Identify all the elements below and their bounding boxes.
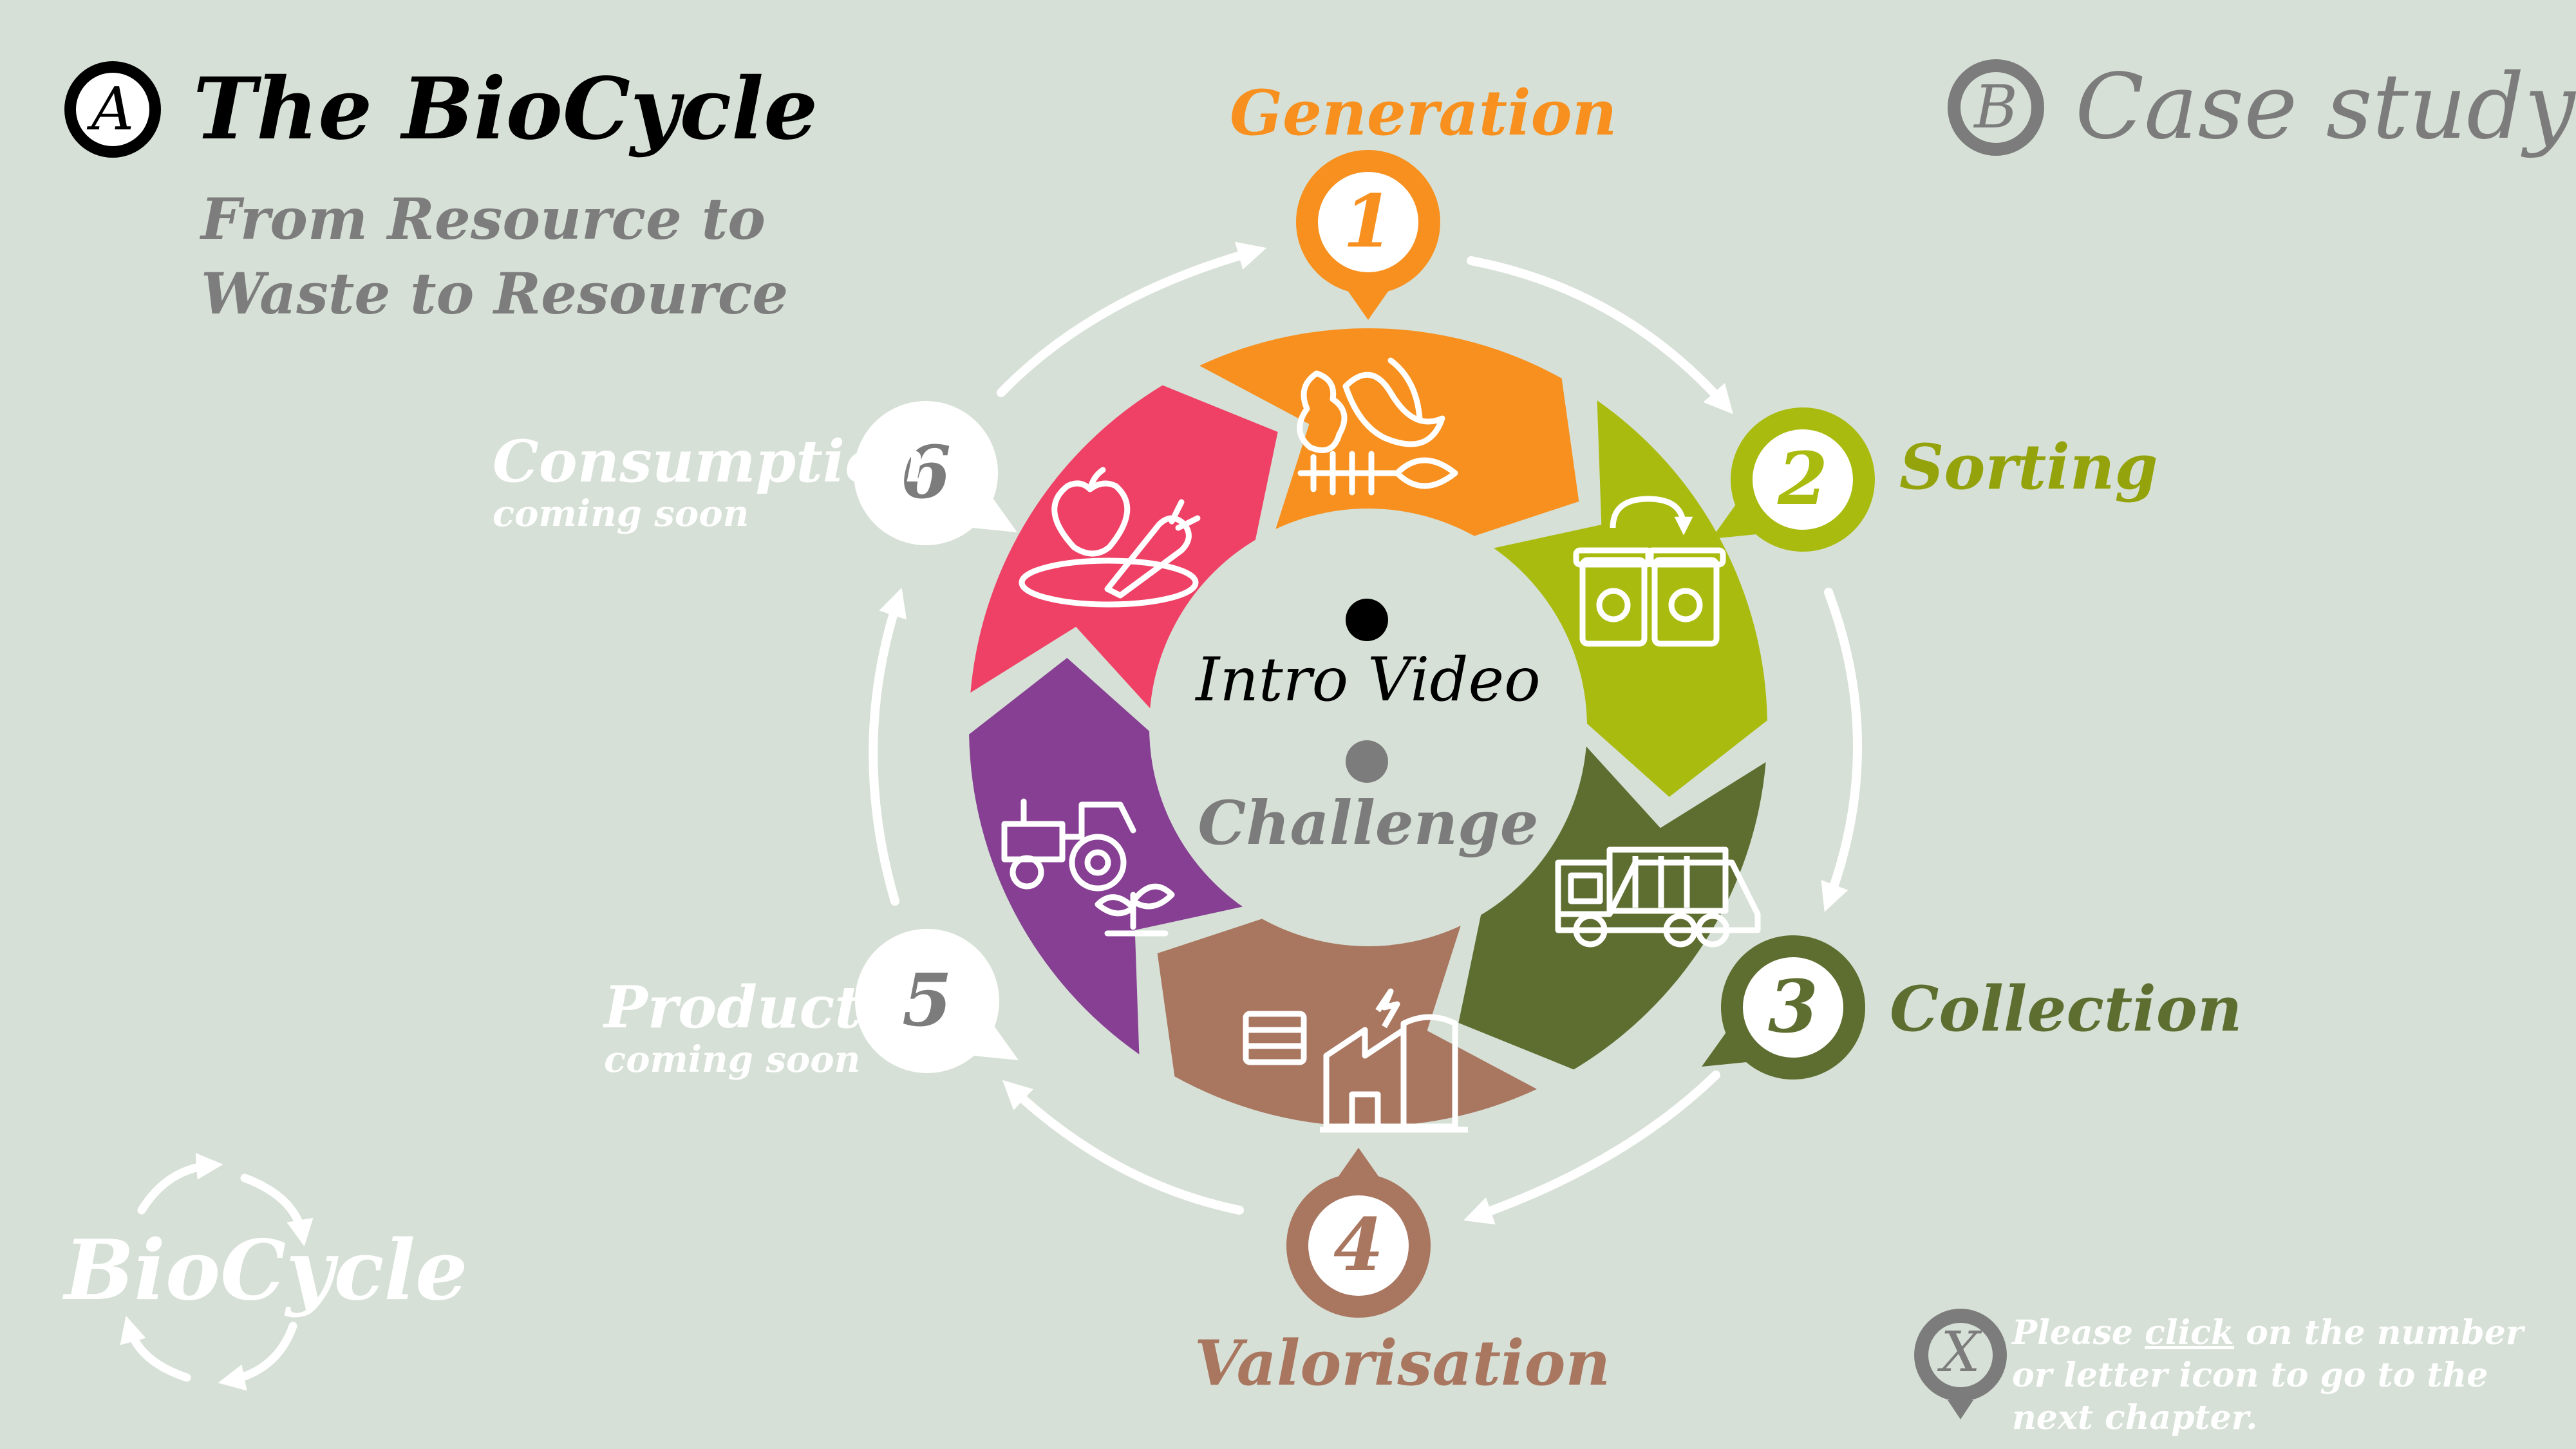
biocycle-title: The BioCycle <box>193 59 818 159</box>
cycle-arrow <box>997 241 1267 397</box>
pin-face <box>1743 957 1843 1058</box>
cycle-arrow <box>1821 588 1862 912</box>
header-a: A The BioCycle <box>64 61 818 158</box>
ring-segment-generation <box>1199 328 1579 536</box>
stage-2-button[interactable]: 2 <box>1711 407 1875 552</box>
chapter-a-button[interactable]: A <box>64 61 161 158</box>
challenge-link[interactable]: Challenge <box>1198 788 1539 859</box>
cycle-arrow <box>1002 1080 1244 1215</box>
stage-5-button[interactable]: 5 <box>855 929 1019 1073</box>
cycle-arrow <box>1463 1070 1720 1225</box>
ring-segment-valorisation <box>1157 919 1537 1126</box>
consumption-coming-soon: coming soon <box>493 492 749 535</box>
ring-segment-sorting <box>1494 400 1767 797</box>
cycle-arrow <box>1467 256 1733 415</box>
pin-face <box>1753 429 1853 530</box>
pin-face <box>877 951 977 1051</box>
header-b: B Case study <box>1948 59 2575 156</box>
stage-label-valorisation: Valorisation <box>1194 1327 1611 1399</box>
pin-number: 6 <box>901 431 951 515</box>
stage-label-products: Products <box>604 973 894 1042</box>
pin-number: 2 <box>1777 437 1828 521</box>
cycle-ring <box>969 328 1767 1126</box>
biocycle-logo: BioCycle <box>64 1222 468 1319</box>
pin-number: 5 <box>902 958 952 1043</box>
food-waste-icon <box>1297 357 1458 496</box>
biogas-plant-icon <box>1243 988 1468 1133</box>
garbage-truck-icon <box>1555 846 1761 948</box>
cycle-arrow <box>869 587 907 906</box>
hint-text: Please click on the number or letter ico… <box>2012 1313 2524 1437</box>
challenge-dot[interactable] <box>1346 740 1388 783</box>
chapter-b-button[interactable]: B <box>1948 59 2044 156</box>
pin-number: 1 <box>1343 180 1393 264</box>
tractor-plant-icon <box>1001 798 1175 937</box>
stage-4-button[interactable]: 4 <box>1286 1148 1431 1318</box>
subtitle: From Resource to Waste to Resource <box>201 185 789 327</box>
pin-face <box>1308 1195 1409 1296</box>
stage-3-button[interactable]: 3 <box>1702 935 1865 1080</box>
pin-number: 3 <box>1768 965 1818 1049</box>
stage-pins[interactable]: 1 2 3 4 5 6 <box>854 150 1875 1318</box>
intro-video-link[interactable]: Intro Video <box>1196 645 1541 715</box>
products-coming-soon: coming soon <box>604 1038 861 1081</box>
stage-label-sorting: Sorting <box>1899 431 2158 503</box>
outer-cycle-arrows <box>869 241 1862 1225</box>
apple-carrot-icon <box>1019 467 1201 608</box>
stage-label-consumption: Consumption <box>493 427 926 496</box>
pin-face <box>1318 172 1418 272</box>
stage-label-collection: Collection <box>1890 973 2242 1045</box>
recycling-bins-icon <box>1573 496 1726 647</box>
stage-6-button[interactable]: 6 <box>854 401 1017 545</box>
intro-video-dot[interactable] <box>1346 599 1388 641</box>
stage-1-button[interactable]: 1 <box>1296 150 1440 320</box>
stage-label-generation: Generation <box>1230 77 1617 149</box>
biocycle-logo-arrows <box>120 1153 314 1391</box>
ring-segment-consumption <box>970 385 1278 709</box>
pin-number: 4 <box>1333 1203 1384 1287</box>
hint-letter: X <box>1941 1320 1980 1385</box>
pin-face <box>876 423 976 523</box>
click-link[interactable]: click <box>2145 1313 2234 1352</box>
hint-pin <box>1914 1309 2007 1419</box>
case-study-title: Case study <box>2075 55 2575 160</box>
